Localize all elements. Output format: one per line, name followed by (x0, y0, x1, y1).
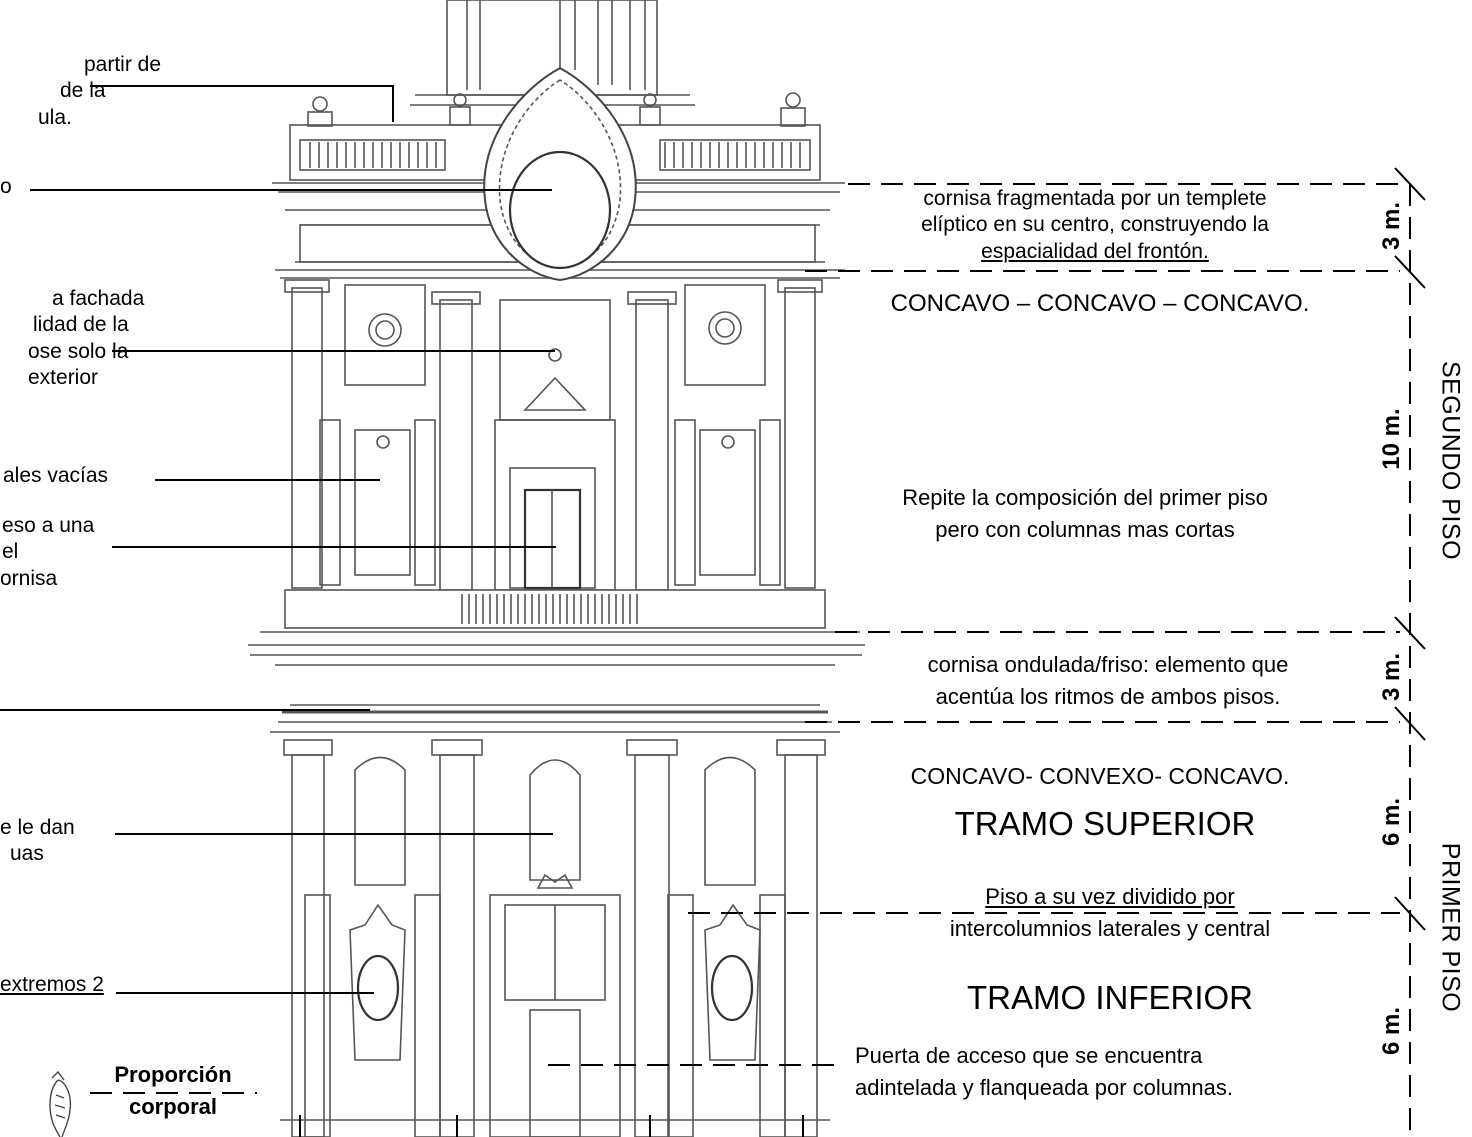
note-puerta: Puerta de acceso que se encuentra adinte… (855, 1042, 1233, 1101)
note-line: elíptico en su centro, construyendo la (921, 213, 1269, 237)
note-line: TRAMO SUPERIOR (954, 805, 1256, 842)
middle-cornice (248, 631, 865, 733)
note-line: pero con columnas mas cortas (935, 516, 1235, 542)
proportion-line-2: corporal (128, 1093, 218, 1119)
note-repite: Repite la composición del primer piso pe… (830, 484, 1340, 543)
note-line: CONCAVO- CONVEXO- CONCAVO. (910, 763, 1290, 789)
note-line: partir de (84, 53, 162, 76)
note-cornisa-fragmentada: cornisa fragmentada por un templete elíp… (860, 186, 1330, 265)
note-line: intercolumnios laterales y central (949, 915, 1271, 941)
note-line: a fachada (52, 287, 145, 310)
note-line: adintelada y flanqueada por columnas. (855, 1074, 1233, 1100)
note-cornisa-ondulada: cornisa ondulada/friso: elemento que ace… (858, 651, 1358, 710)
note-elliptic: o (0, 174, 12, 200)
second-floor (284, 279, 826, 629)
tramo-superior-label: TRAMO SUPERIOR (870, 803, 1340, 845)
first-floor (280, 739, 830, 1137)
dimension-3m-top: 3 m. (1378, 201, 1405, 251)
note-line: e le dan (0, 816, 75, 839)
note-line: de la (60, 79, 106, 103)
note-line: lidad de la (33, 313, 129, 337)
note-line: exterior (28, 366, 99, 390)
note-extremos: extremos 2 (0, 972, 104, 998)
note-piso-dividido: Piso a su vez dividido por intercolumnio… (870, 883, 1350, 942)
left-leader-lines (0, 85, 804, 1137)
note-line: ales vacías (3, 464, 109, 487)
dimension-10m: 10 m. (1378, 408, 1405, 470)
dimension-line (1394, 167, 1426, 1137)
note-line: CONCAVO – CONCAVO – CONCAVO. (890, 290, 1310, 317)
note-line: extremos 2 (0, 973, 104, 996)
note-line: ornisa (0, 566, 58, 590)
dimension-3m-mid: 3 m. (1378, 652, 1405, 702)
note-line: cornisa fragmentada por un templete (923, 187, 1267, 210)
elliptical-templete (483, 66, 637, 282)
proportion-line-1: Proporción (114, 1062, 232, 1087)
note-line: uas (10, 842, 44, 866)
note-line: espacialidad del frontón. (981, 239, 1209, 263)
note-line: el (2, 540, 19, 564)
note-estatuas: e le dan uas (0, 815, 75, 868)
dashed-guides (90, 183, 1400, 1094)
human-figure-icon (49, 1070, 72, 1137)
proportion-label: Proporción corporal (88, 1061, 258, 1120)
note-line: ose solo la (28, 339, 129, 363)
note-line: eso a una (2, 514, 95, 537)
note-fachada: a fachada lidad de la ose solo la exteri… (0, 286, 144, 392)
floor-label-segundo: SEGUNDO PISO (1436, 360, 1465, 561)
tramo-inferior-label: TRAMO INFERIOR (870, 977, 1350, 1019)
note-line: o (0, 175, 12, 198)
dimension-6m-lower: 6 m. (1378, 1006, 1405, 1056)
note-cupula: partir de de la ula. (38, 52, 161, 131)
note-concavo-segundo: CONCAVO – CONCAVO – CONCAVO. (830, 289, 1370, 319)
floor-label-primer: PRIMER PISO (1436, 842, 1465, 1013)
note-line: Piso a su vez dividido por (985, 884, 1235, 909)
note-line: acentúa los ritmos de ambos pisos. (935, 683, 1281, 709)
note-line: Puerta de acceso que se encuentra (855, 1043, 1203, 1068)
note-hornacinas: ales vacías (3, 463, 108, 489)
note-concavo-primer: CONCAVO- CONVEXO- CONCAVO. (840, 762, 1360, 791)
note-line: TRAMO INFERIOR (967, 979, 1253, 1016)
note-line: Repite la composición del primer piso (902, 485, 1268, 510)
note-line: ula. (38, 105, 72, 129)
note-acceso: eso a una el ornisa (0, 513, 94, 592)
dimension-6m-upper: 6 m. (1378, 797, 1405, 847)
note-line: cornisa ondulada/friso: elemento que (927, 652, 1289, 677)
